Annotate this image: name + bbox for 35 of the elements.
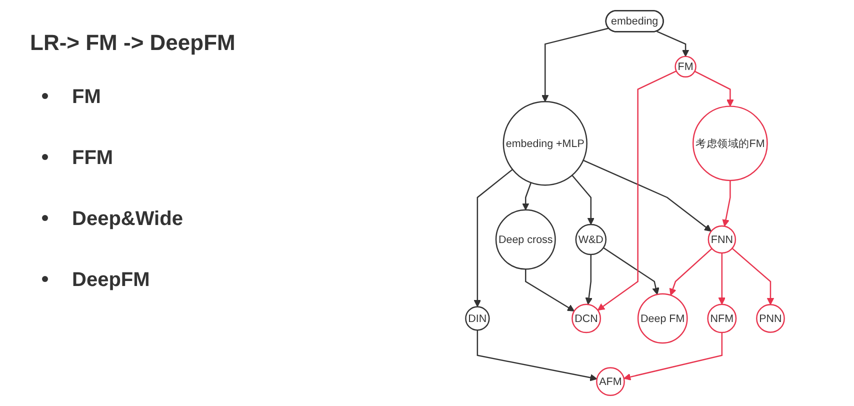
ellipse-node: embeding (605, 10, 664, 32)
circle-node: embeding +MLP (502, 101, 588, 186)
arrow (624, 332, 723, 380)
arrow (585, 254, 592, 305)
arrow (669, 248, 712, 296)
list-item: FM (72, 86, 101, 108)
arrow (583, 160, 712, 232)
list-item: DeepFM (72, 269, 150, 291)
circle-node: AFM (596, 367, 625, 396)
circle-node: Deep cross (495, 209, 556, 270)
arrow (572, 174, 595, 225)
title: LR-> FM -> DeepFM (30, 30, 236, 56)
arrow (694, 70, 734, 107)
arrow (476, 330, 598, 382)
circle-node: DIN (465, 306, 490, 331)
list-item: FFM (72, 147, 114, 169)
arrow (718, 253, 726, 305)
circle-node: Deep FM (637, 293, 688, 344)
arrow (525, 269, 575, 312)
circle-node: DCN (572, 304, 602, 334)
circle-node: NFM (707, 304, 737, 334)
circle-node: FNN (708, 225, 736, 254)
circle-node: W&D (575, 224, 607, 256)
arrow (656, 30, 690, 57)
arrow (722, 180, 731, 227)
arrow (542, 28, 609, 102)
arrow (597, 70, 677, 311)
arrow (603, 247, 660, 295)
arrow (732, 248, 774, 305)
arrow (522, 182, 532, 210)
circle-node: 考虑领域的FM (692, 106, 768, 182)
list-item: Deep&Wide (72, 208, 183, 230)
arrow (474, 168, 513, 308)
circle-node: FM (674, 56, 696, 78)
circle-node: PNN (756, 304, 785, 333)
